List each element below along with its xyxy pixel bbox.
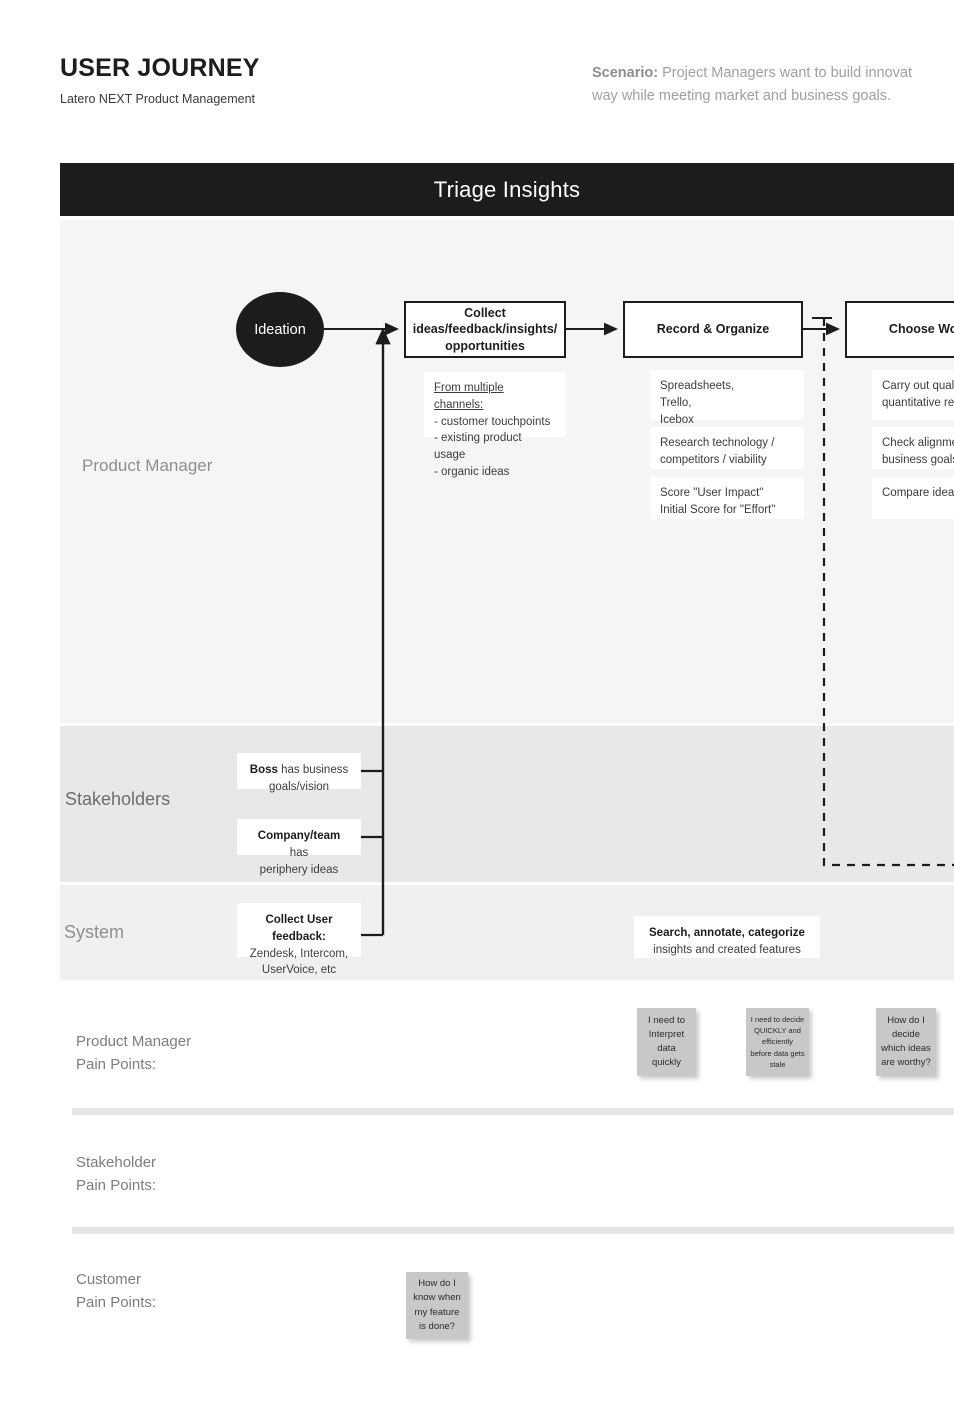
sticky-pm-3-l3: which ideas: [881, 1043, 931, 1054]
system-collect-line3: UserVoice, etc: [261, 964, 337, 977]
detail-card-choose-alignment: Check alignmen business goals: [872, 427, 954, 469]
detail-card-choose-compare: Compare ideas: [872, 477, 954, 519]
sticky-pm-2-l5: stale: [769, 1059, 786, 1069]
sticky-cust-1-text: How do I know when my feature is done?: [413, 1277, 461, 1334]
process-box-choose-worthy[interactable]: Choose Worthy: [845, 301, 954, 358]
stakeholder-card-company-team: Company/team has periphery ideas: [237, 819, 361, 876]
phase-header-bar: Triage Insights: [60, 163, 954, 216]
detail-choose-align-line2: business goals: [882, 453, 954, 466]
process-box-choose-label: Choose Worthy: [888, 322, 954, 337]
sticky-pm-1-l4: quickly: [651, 1057, 682, 1069]
swimlane-label-stakeholders: Stakeholders: [65, 789, 171, 809]
swimlane-label-product-manager: Product Manager: [82, 456, 213, 475]
sticky-cust-1-l1: How do I: [418, 1278, 456, 1289]
detail-record-icebox: Icebox: [660, 413, 694, 426]
scenario-text-line1: Project Managers want to build innovat: [658, 65, 912, 81]
collect-title-line1: Collect: [464, 305, 506, 320]
detail-card-record-scoring: Score "User Impact" Initial Score for "E…: [650, 477, 804, 519]
detail-record-score-line2: Initial Score for "Effort": [660, 503, 776, 516]
system-collect-strong: Collect User feedback:: [265, 914, 333, 943]
detail-record-research-line1: Research technology /: [660, 437, 775, 449]
detail-card-choose-research: Carry out qualitat quantitative rese: [872, 370, 954, 420]
painpoint-label-product-manager: Product Manager Pain Points:: [76, 1030, 191, 1077]
pp-cust-line2: Pain Points:: [76, 1294, 157, 1312]
detail-record-score-line1: Score "User Impact": [660, 487, 764, 499]
detail-heading-channels: From multiple channels:: [434, 382, 504, 411]
pp-stake-line1: Stakeholder: [76, 1154, 157, 1171]
sticky-pm-2-l3: efficiently: [761, 1037, 794, 1047]
detail-choose-research-line2: quantitative rese: [882, 396, 954, 409]
pp-pm-line2: Pain Points:: [76, 1056, 157, 1074]
swimlane-label-system: System: [64, 922, 125, 942]
sticky-pm-1-l1: I need to: [648, 1014, 685, 1026]
stakeholder-card-boss: Boss has business goals/vision: [237, 753, 361, 793]
detail-choose-align-line1: Check alignmen: [882, 437, 954, 449]
process-box-collect[interactable]: Collect ideas/feedback/insights/ opportu…: [404, 301, 566, 358]
scenario-text-line2: way while meeting market and business go…: [592, 88, 892, 105]
process-box-record-organize[interactable]: Record & Organize: [623, 301, 803, 358]
stakeholder-company-strong: Company/team: [257, 830, 341, 842]
sticky-pm-1-l2: Interpret: [648, 1028, 685, 1040]
system-search-line2: insights and created features: [653, 943, 801, 956]
stakeholder-boss-line2: goals/vision: [268, 780, 330, 793]
painpoint-label-stakeholder: Stakeholder Pain Points:: [76, 1151, 156, 1198]
phase-title: Triage Insights: [433, 176, 581, 202]
start-node-label: Ideation: [254, 321, 306, 338]
detail-record-research-line2: competitors / viability: [660, 453, 767, 466]
process-box-record-label: Record & Organize: [656, 322, 770, 337]
page-header: USER JOURNEY Latero NEXT Product Managem…: [0, 0, 954, 150]
sticky-cust-1-l4: is done?: [419, 1320, 455, 1332]
detail-item-organic-ideas: - organic ideas: [434, 465, 510, 478]
sticky-pm-1-l3: data: [657, 1043, 676, 1054]
painpoint-divider-1: [72, 1108, 954, 1115]
start-node-ideation[interactable]: Ideation: [236, 292, 324, 367]
detail-choose-compare-line1: Compare ideas: [882, 487, 954, 499]
sticky-pm-2-text: I need to decide QUICKLY and efficiently…: [750, 1014, 804, 1070]
swimlane-stakeholders: [60, 726, 954, 882]
system-search-strong: Search, annotate, categorize: [649, 927, 805, 939]
sticky-pm-2-l4: before data gets: [750, 1048, 805, 1058]
stakeholder-company-line2: periphery ideas: [259, 863, 339, 876]
page-subtitle: Latero NEXT Product Management: [60, 92, 256, 106]
stakeholder-boss-strong: Boss: [249, 764, 278, 776]
detail-card-record-tools: Spreadsheets, Trello, Icebox: [650, 370, 804, 426]
system-card-collect-user-feedback: Collect User feedback: Zendesk, Intercom…: [237, 903, 361, 976]
collect-title-line3: opportunities: [445, 338, 525, 353]
system-collect-line2: Zendesk, Intercom,: [249, 947, 349, 960]
system-card-search-annotate: Search, annotate, categorize insights an…: [634, 916, 820, 958]
detail-record-trello: Trello,: [660, 396, 692, 409]
collect-title-line2: ideas/feedback/insights/: [412, 322, 558, 337]
detail-card-record-research: Research technology / competitors / viab…: [650, 427, 804, 469]
sticky-note-pm-decide-quickly[interactable]: I need to decide QUICKLY and efficiently…: [746, 1008, 809, 1076]
sticky-pm-2-l2: QUICKLY and: [754, 1026, 801, 1036]
pp-cust-line1: Customer: [76, 1271, 142, 1288]
scenario-label: Scenario:: [592, 65, 659, 81]
page-title: USER JOURNEY: [60, 54, 260, 82]
sticky-cust-1-l3: my feature: [414, 1306, 460, 1318]
sticky-note-customer-feature-done[interactable]: How do I know when my feature is done?: [406, 1272, 468, 1339]
sticky-note-pm-which-ideas-worthy[interactable]: How do I decide which ideas are worthy?: [876, 1008, 936, 1076]
sticky-pm-3-l2: decide: [891, 1028, 920, 1040]
sticky-note-pm-interpret-data[interactable]: I need to Interpret data quickly: [637, 1008, 696, 1076]
sticky-pm-3-l4: are worthy?: [881, 1057, 931, 1069]
pp-pm-line1: Product Manager: [76, 1033, 192, 1050]
pp-stake-line2: Pain Points:: [76, 1177, 157, 1195]
sticky-pm-3-l1: How do I: [887, 1014, 925, 1026]
painpoint-label-customer: Customer Pain Points:: [76, 1268, 156, 1315]
detail-card-collect-channels: From multiple channels: - customer touch…: [424, 372, 566, 478]
scenario-description: Scenario: Project Managers want to build…: [592, 62, 954, 109]
sticky-cust-1-l2: know when: [413, 1292, 461, 1304]
detail-item-product-usage: - existing product usage: [434, 432, 522, 462]
detail-item-touchpoints: - customer touchpoints: [434, 415, 551, 428]
stakeholder-boss-rest: has business: [277, 764, 349, 776]
stakeholder-company-rest: has: [289, 846, 309, 859]
painpoint-divider-2: [72, 1227, 954, 1234]
detail-record-spreadsheets: Spreadsheets,: [660, 380, 735, 392]
detail-choose-research-line1: Carry out qualitat: [882, 380, 954, 392]
sticky-pm-2-l1: I need to decide: [750, 1014, 805, 1024]
process-box-collect-label: Collect ideas/feedback/insights/ opportu…: [413, 305, 558, 355]
sticky-pm-1-text: I need to Interpret data quickly: [648, 1014, 685, 1071]
sticky-pm-3-text: How do I decide which ideas are worthy?: [881, 1014, 931, 1071]
